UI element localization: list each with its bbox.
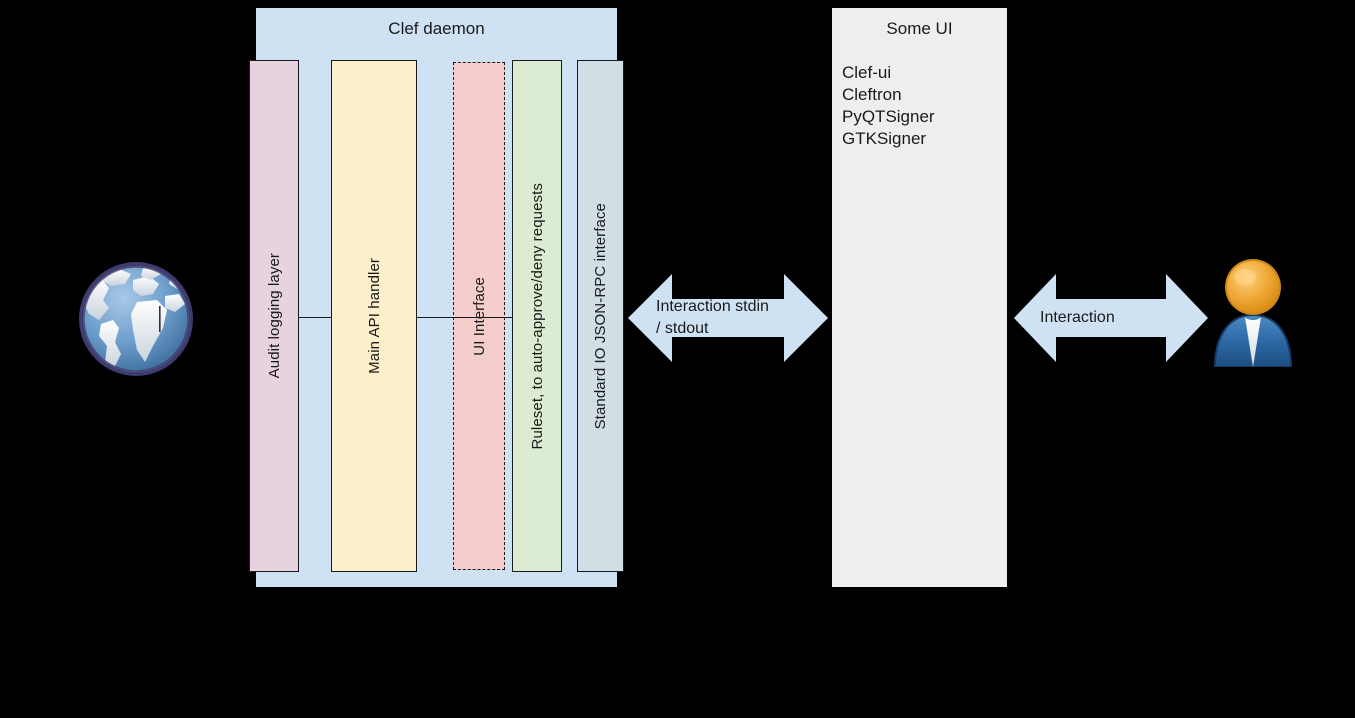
list-item: Cleftron — [842, 85, 902, 104]
component-standard-io-json-rpc-interface: Standard IO JSON-RPC interface — [577, 60, 624, 572]
clef-daemon-title: Clef daemon — [388, 19, 485, 38]
some-ui-list: Clef-ui Cleftron PyQTSigner GTKSigner — [842, 62, 1002, 150]
component-audit-logging-layer: Audit logging layer — [249, 60, 299, 572]
list-item: GTKSigner — [842, 129, 927, 148]
connector-line-mainapi-to-ruleset — [416, 317, 513, 318]
component-label: Ruleset, to auto-approve/deny requests — [528, 182, 546, 450]
some-ui-container — [832, 8, 1007, 587]
some-ui-title: Some UI — [886, 19, 953, 38]
component-label: Audit logging layer — [265, 253, 283, 379]
component-ruleset: Ruleset, to auto-approve/deny requests — [512, 60, 562, 572]
arrow-ui-to-user — [1014, 272, 1208, 364]
list-item: PyQTSigner — [842, 107, 935, 126]
globe-icon — [75, 258, 197, 380]
user-icon — [1205, 255, 1301, 368]
component-label: Main API handler — [365, 258, 383, 374]
component-label: Standard IO JSON-RPC interface — [592, 202, 609, 430]
component-main-api-handler: Main API handler — [331, 60, 417, 572]
arrow-stdio-to-ui-label: Interaction stdin / stdout — [656, 298, 769, 337]
arrow-stdio-to-ui — [628, 272, 828, 364]
component-label: UI Interface — [470, 276, 488, 356]
component-ui-interface: UI Interface — [453, 62, 505, 570]
arrow-ui-to-user-label: Interaction — [1040, 309, 1115, 326]
connector-line-audit-to-mainapi — [298, 317, 332, 318]
clef-daemon-container — [256, 8, 617, 587]
list-item: Clef-ui — [842, 63, 892, 82]
